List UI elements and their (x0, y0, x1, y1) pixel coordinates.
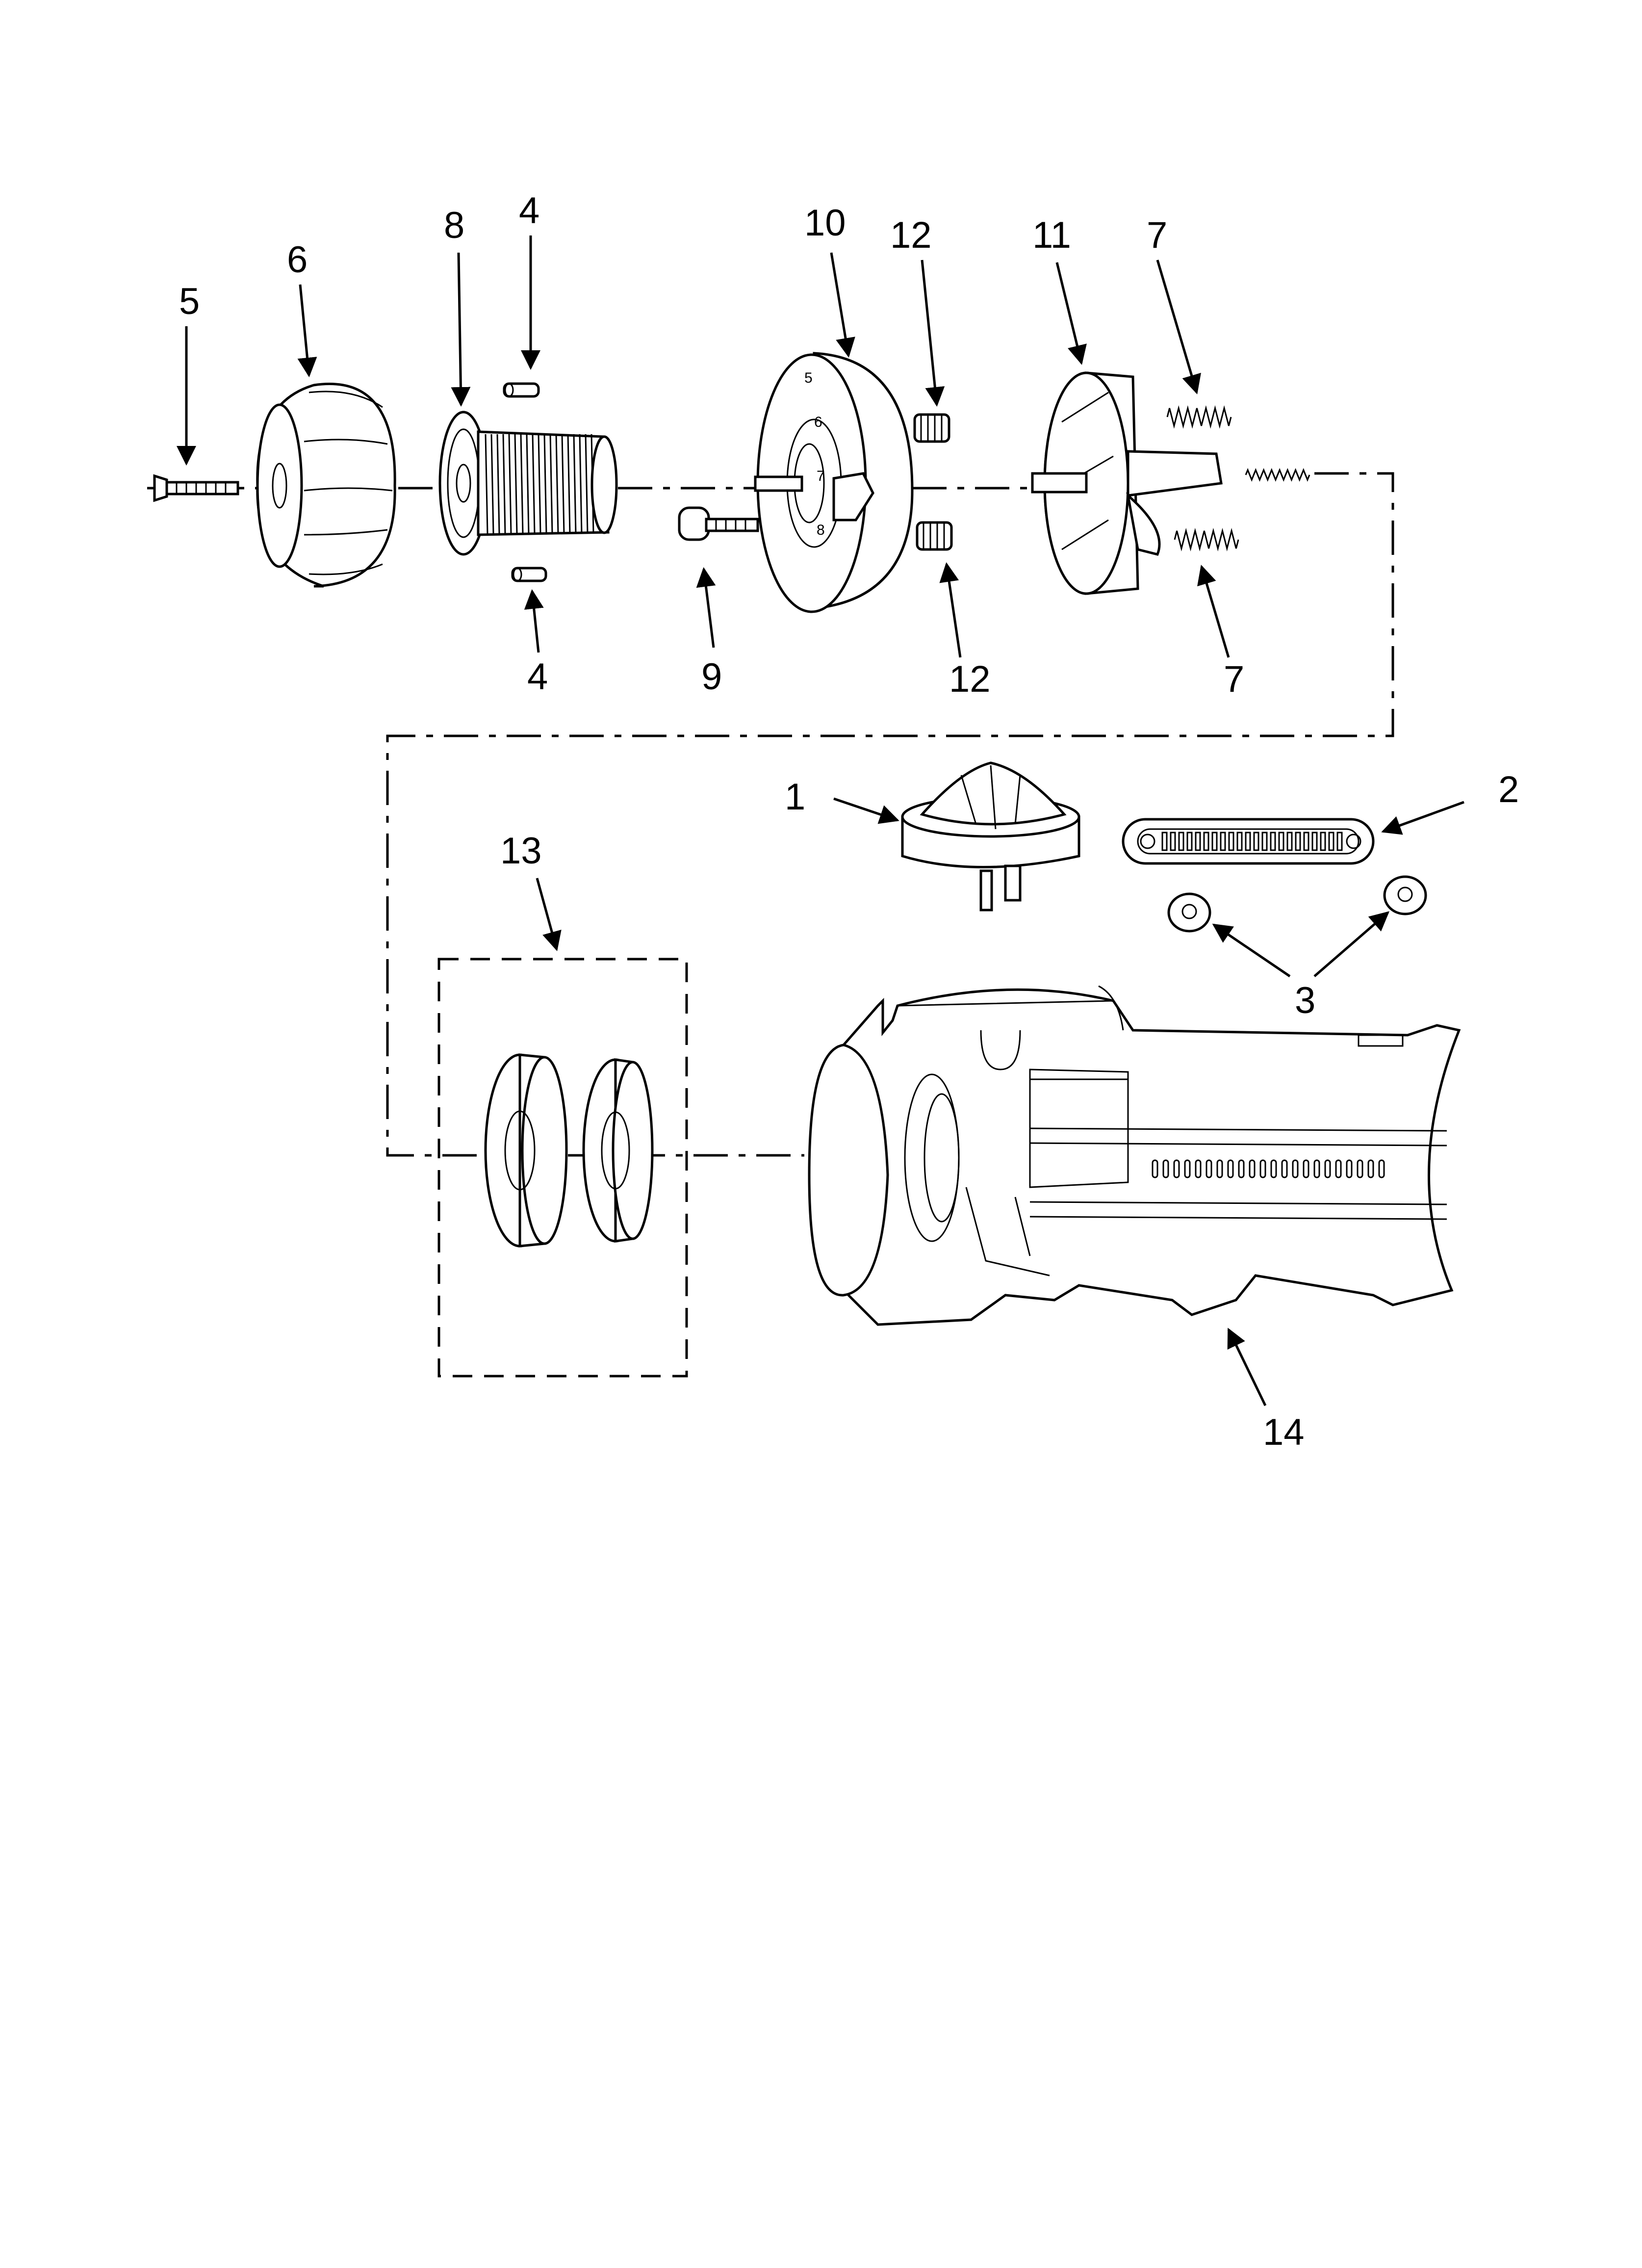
dial-mark-7: 7 (817, 468, 825, 484)
part-11-burr-carrier (1031, 371, 1223, 595)
callout-leaders (177, 235, 1464, 1407)
part-4-pin-bottom (511, 567, 547, 582)
part-7-spring-shaft (1245, 468, 1310, 482)
callout-4-top: 4 (519, 190, 539, 232)
callout-1: 1 (785, 776, 805, 818)
part-12-set-screw-top (913, 413, 950, 443)
callout-2: 2 (1498, 769, 1519, 810)
callout-4-bottom: 4 (527, 656, 548, 698)
callout-12-top: 12 (890, 214, 932, 256)
callout-9: 9 (701, 656, 722, 698)
part-6-knob (256, 383, 396, 588)
callout-7-bottom: 7 (1224, 658, 1244, 700)
part-7-spring-bottom (1174, 528, 1239, 551)
part-4-pin-top (503, 382, 540, 398)
part-8-threaded-adjuster (438, 411, 618, 556)
part-7-spring-top (1166, 405, 1232, 429)
callout-8: 8 (444, 205, 464, 246)
part-5-screw (153, 474, 239, 502)
callout-7-top: 7 (1147, 214, 1167, 256)
dial-mark-6: 6 (814, 414, 822, 430)
callout-labels: 5 6 8 4 4 9 10 12 12 11 7 7 1 2 3 13 14 (179, 190, 1519, 1453)
part-10-dial-ring: 5 6 7 8 (754, 352, 914, 613)
callout-6: 6 (287, 239, 308, 281)
dial-mark-5: 5 (804, 370, 813, 386)
part-12-set-screw-bottom (916, 521, 953, 551)
callout-11: 11 (1032, 214, 1071, 256)
callout-10: 10 (804, 202, 846, 244)
part-1-cone-burr (901, 761, 1080, 912)
callout-3: 3 (1295, 980, 1315, 1021)
callout-5: 5 (179, 281, 200, 322)
part-3-screw-left (1167, 892, 1211, 933)
callout-14: 14 (1263, 1411, 1305, 1453)
part-3-screw-right (1383, 875, 1427, 915)
callout-12-bottom: 12 (949, 658, 991, 700)
part-13-burr-set (437, 958, 688, 1378)
part-14-grinder-housing (808, 985, 1461, 1326)
dial-mark-8: 8 (817, 522, 825, 538)
part-9-thumb-screw (678, 506, 759, 541)
part-2-slotted-plate (1122, 818, 1375, 865)
callout-13: 13 (500, 830, 542, 872)
